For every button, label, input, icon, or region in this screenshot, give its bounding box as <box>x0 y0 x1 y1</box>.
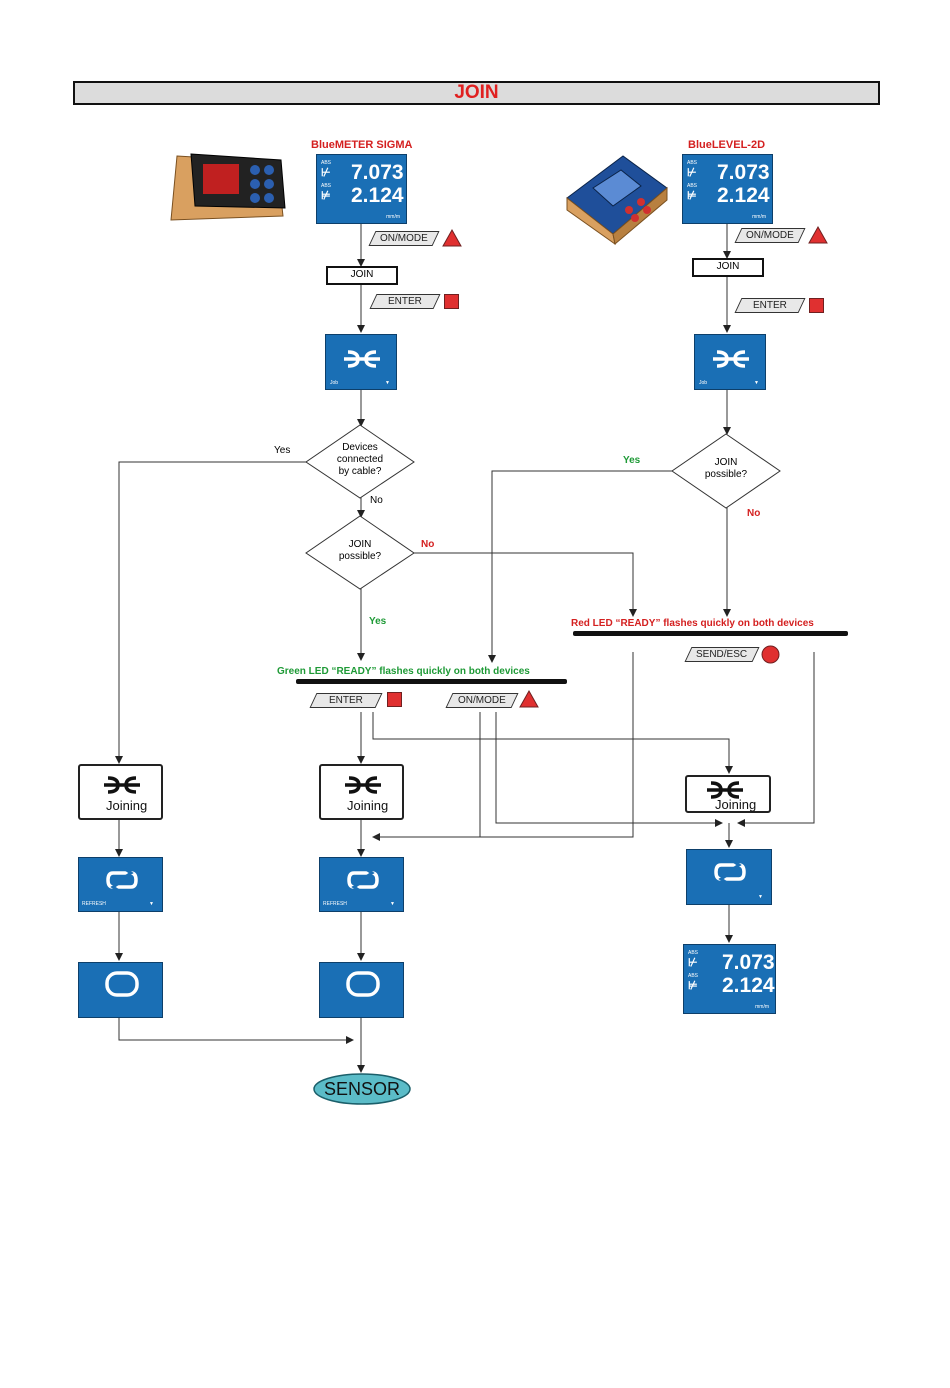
abs-label: ABS <box>321 183 332 189</box>
yes-label-possible-left: Yes <box>369 616 387 627</box>
no-label-possible-right: No <box>747 508 761 519</box>
bluemeter-sigma-photo-icon <box>170 153 286 221</box>
value-2: 2.124 <box>717 184 770 207</box>
triangle-key-icon <box>808 226 828 244</box>
unit-label: mm/m <box>755 1004 769 1010</box>
join-icon <box>104 776 140 794</box>
angle-y-icon: ⊭ <box>688 980 698 992</box>
down-arrow-icon: ▼ <box>758 894 763 900</box>
value-1: 7.073 <box>351 161 404 184</box>
no-label-cable: No <box>370 495 383 506</box>
value-2: 2.124 <box>351 184 404 207</box>
on-mode-key-right: ON/MODE <box>734 228 806 243</box>
device-name-bluemeter-sigma: BlueMETER SIGMA <box>311 139 413 151</box>
join-icon <box>707 781 743 799</box>
joining-box-middle: Joining <box>319 764 404 820</box>
angle-x-icon: ⊬ <box>321 167 331 179</box>
refresh-icon <box>714 859 746 885</box>
join-screen-label: Job <box>699 380 708 386</box>
joining-box-left: Joining <box>78 764 163 820</box>
refresh-label: REFRESH <box>323 901 347 907</box>
abs-label: ABS <box>688 950 699 956</box>
abs-label: ABS <box>321 160 332 166</box>
abs-label: ABS <box>687 183 698 189</box>
sensor-terminal-label: SENSOR <box>323 1079 401 1099</box>
down-arrow-icon: ▼ <box>385 380 390 386</box>
sensor-screen-left <box>78 962 163 1018</box>
decision-possible-right-shape <box>671 433 781 509</box>
enter-key-right: ENTER <box>734 298 806 313</box>
value-1: 7.073 <box>717 161 770 184</box>
enter-key-left: ENTER <box>369 294 441 309</box>
joining-label: Joining <box>347 798 389 813</box>
refresh-label: REFRESH <box>82 901 106 907</box>
unit-label: mm/m <box>386 214 400 220</box>
value-2: 2.124 <box>722 974 775 997</box>
sensor-screen-middle <box>319 962 404 1018</box>
down-arrow-icon: ▼ <box>390 901 395 907</box>
bluelevel-2d-photo-icon <box>566 155 668 246</box>
device-name-bluelevel-2d: BlueLEVEL-2D <box>688 139 766 151</box>
abs-label: ABS <box>687 160 698 166</box>
refresh-icon <box>106 867 138 893</box>
down-arrow-icon: ▼ <box>149 901 154 907</box>
angle-x-icon: ⊬ <box>688 957 698 969</box>
square-key-icon <box>444 294 459 309</box>
angle-x-icon: ⊬ <box>687 167 697 179</box>
value-1: 7.073 <box>722 951 775 974</box>
decision-possible-left-shape <box>305 515 415 590</box>
triangle-key-icon <box>442 229 462 247</box>
measurement-screen-left: ABS ⊬ ABS ⊭ 7.073 2.124 mm/m <box>316 154 407 224</box>
sensor-ring-icon <box>105 971 139 997</box>
title-bar: JOIN <box>73 81 880 105</box>
join-icon <box>713 350 749 368</box>
triangle-key-icon <box>519 690 539 708</box>
join-screen-left: Job ▼ <box>325 334 397 390</box>
refresh-screen-middle: REFRESH ▼ <box>319 857 404 912</box>
yes-label-possible-right: Yes <box>623 455 641 466</box>
red-led-bar <box>573 631 848 636</box>
green-led-text: Green LED “READY” flashes quickly on bot… <box>277 666 530 677</box>
circle-key-icon <box>761 645 780 664</box>
measurement-screen-right: ABS ⊬ ABS ⊭ 7.073 2.124 mm/m <box>682 154 773 224</box>
decision-possible-left-text: JOIN possible? <box>338 539 382 562</box>
refresh-icon <box>347 867 379 893</box>
no-label-possible-left: No <box>421 539 435 550</box>
joining-box-right: Joining <box>685 775 771 813</box>
decision-possible-right-text: JOIN possible? <box>704 457 748 480</box>
red-led-text: Red LED “READY” flashes quickly on both … <box>571 618 814 629</box>
square-key-icon <box>809 298 824 313</box>
unit-label: mm/m <box>752 214 766 220</box>
page-title: JOIN <box>454 82 499 103</box>
sensor-terminal-shape <box>313 1073 411 1105</box>
measurement-screen-final: ABS ⊬ ABS ⊭ 7.073 2.124 mm/m <box>683 944 776 1014</box>
angle-y-icon: ⊭ <box>321 190 331 202</box>
join-screen-right: Job ▼ <box>694 334 766 390</box>
square-key-icon <box>387 692 402 707</box>
on-mode-key-left: ON/MODE <box>368 231 440 246</box>
down-arrow-icon: ▼ <box>754 380 759 386</box>
join-menu-box-left: JOIN <box>326 266 398 285</box>
sensor-ring-icon <box>346 971 380 997</box>
angle-y-icon: ⊭ <box>687 190 697 202</box>
join-screen-label: Job <box>330 380 339 386</box>
join-icon <box>345 776 381 794</box>
join-menu-box-right: JOIN <box>692 258 764 277</box>
refresh-screen-right: ▼ <box>686 849 772 905</box>
decision-cable-text: Devices connected by cable? <box>336 442 384 477</box>
enter-key-middle: ENTER <box>309 693 383 708</box>
send-esc-key: SEND/ESC <box>684 647 760 662</box>
join-icon <box>344 350 380 368</box>
joining-label: Joining <box>106 798 148 813</box>
green-led-bar <box>296 679 567 684</box>
joining-label: Joining <box>715 797 757 812</box>
refresh-screen-left: REFRESH ▼ <box>78 857 163 912</box>
decision-cable-shape <box>305 424 415 499</box>
yes-label-cable: Yes <box>274 445 291 456</box>
abs-label: ABS <box>688 973 699 979</box>
on-mode-key-middle: ON/MODE <box>445 693 519 708</box>
